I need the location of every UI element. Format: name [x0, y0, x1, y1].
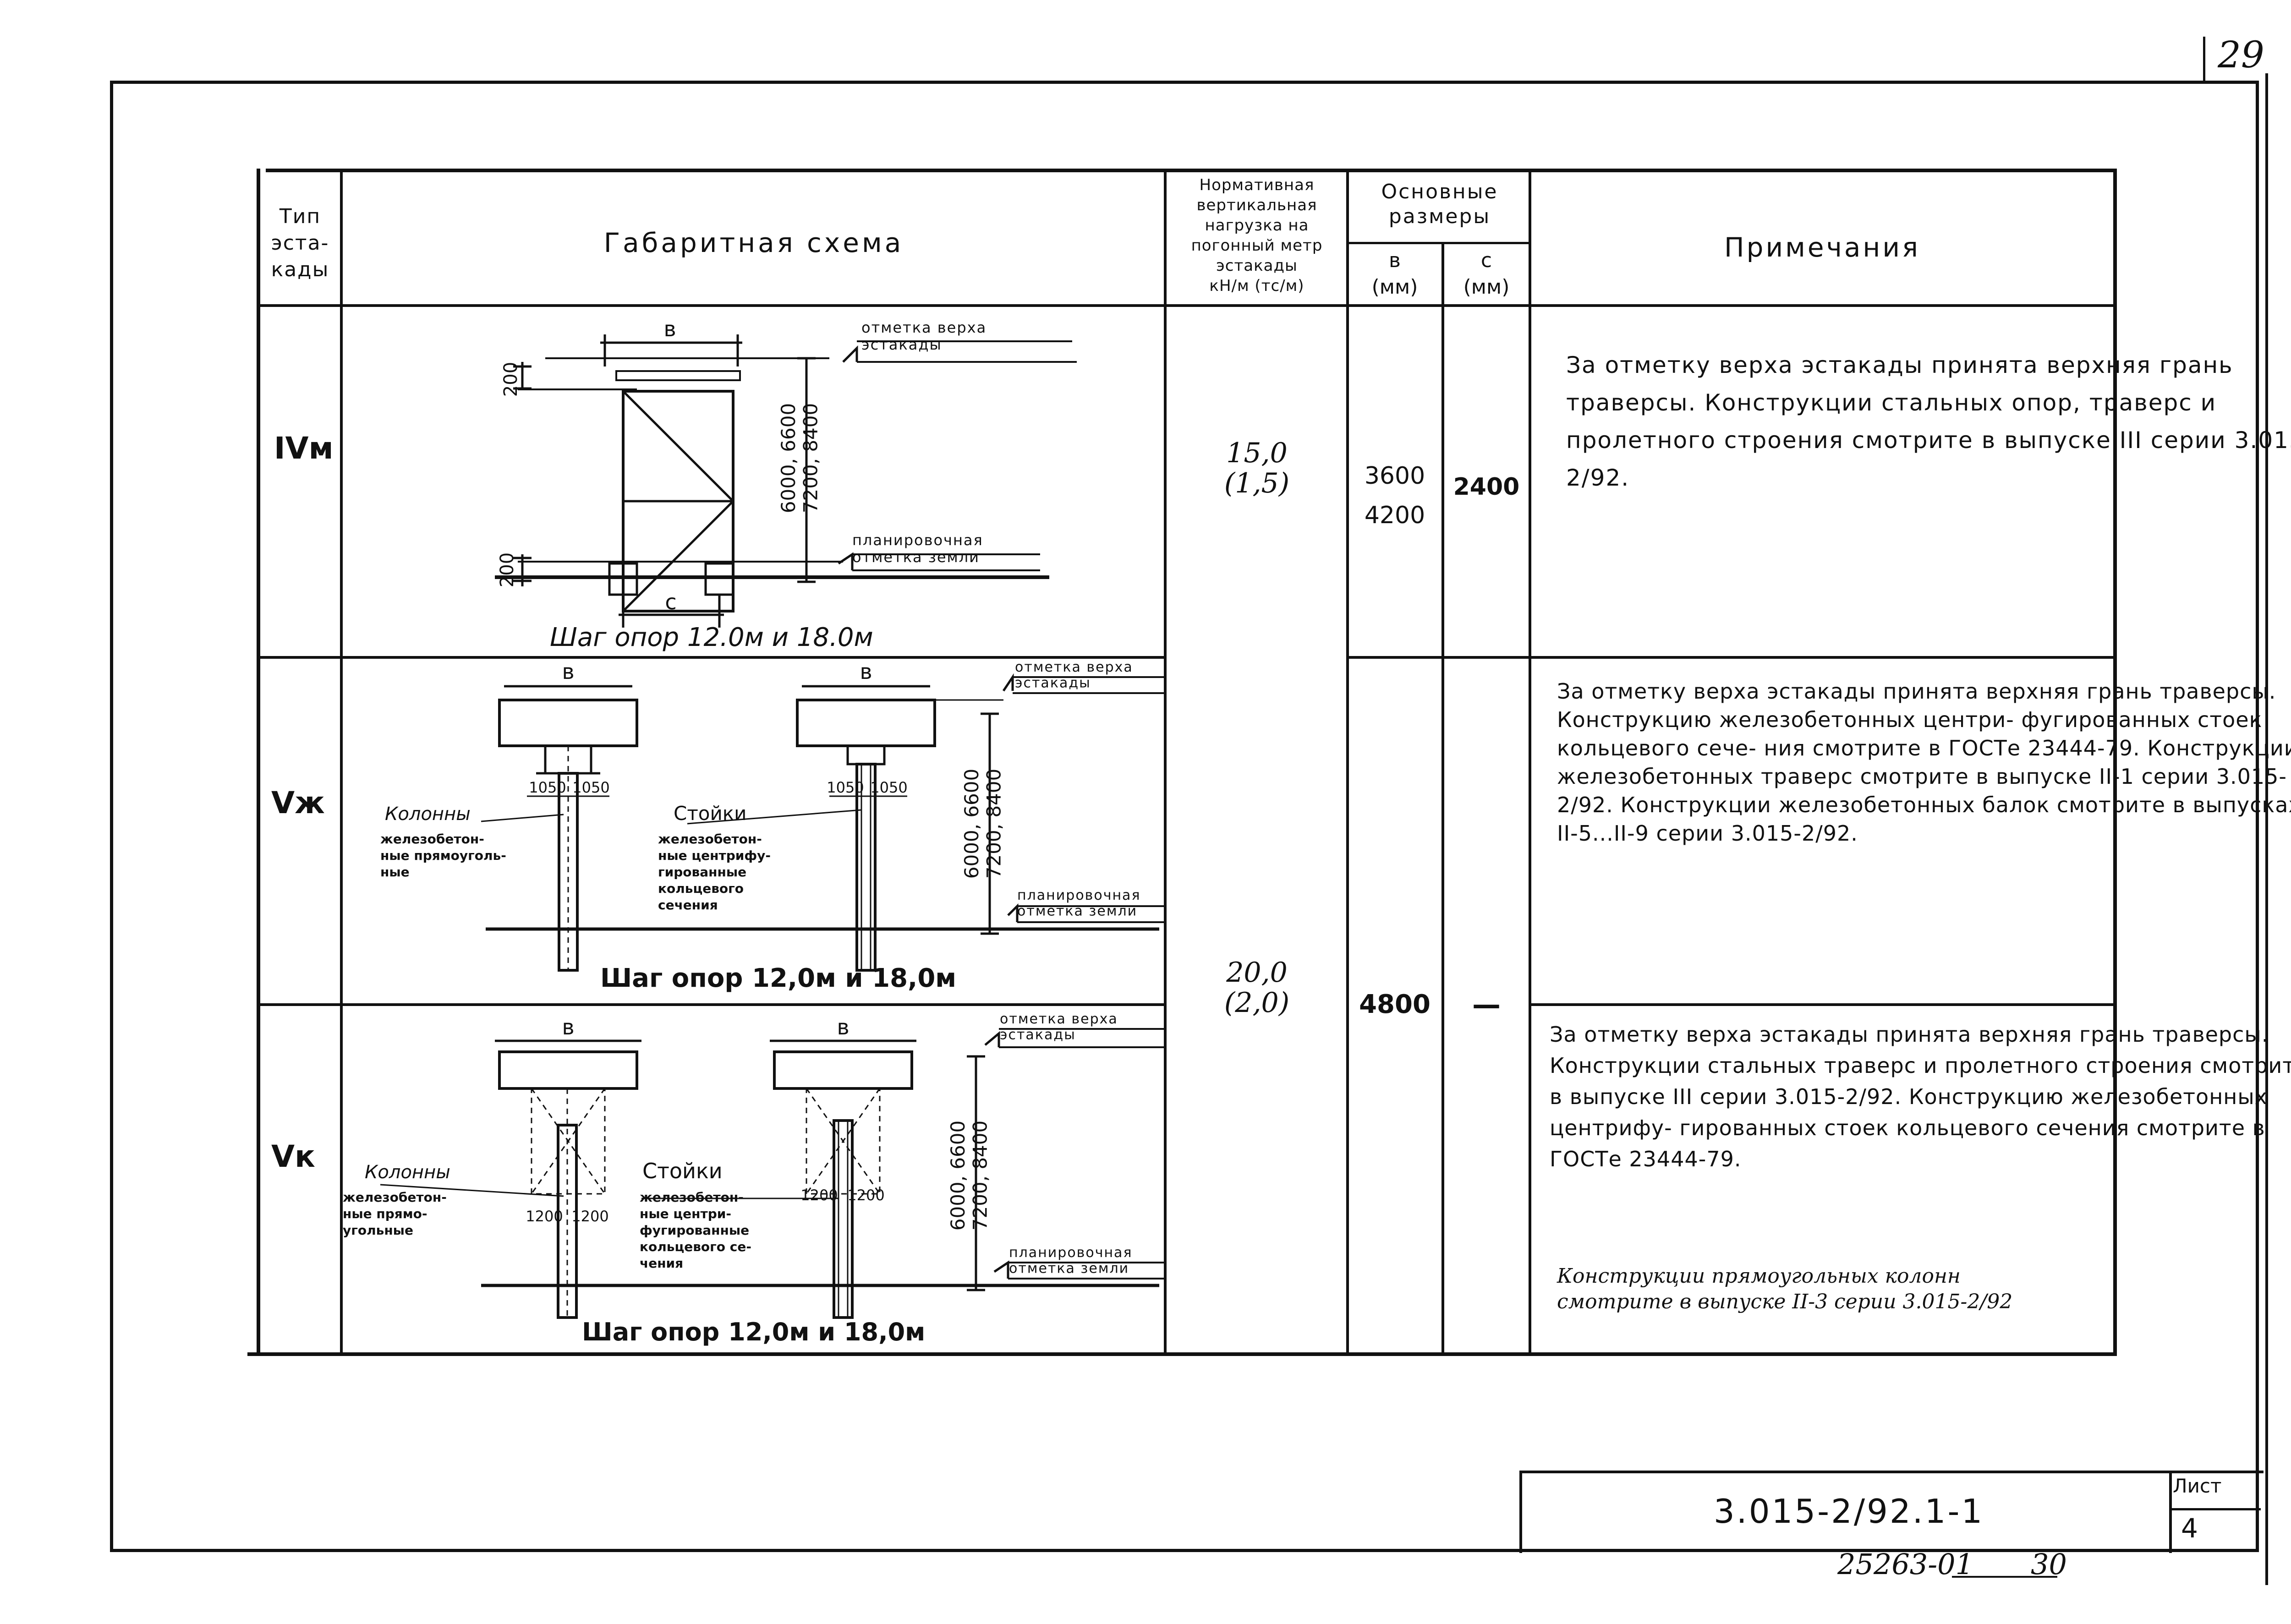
col-line-type	[340, 169, 343, 1355]
type-iv-m: IVм	[274, 431, 334, 466]
s2-post-desc: железобетон- ные центрифу- гированные ко…	[658, 831, 771, 913]
s2-step: Шаг опор 12,0м и 18,0м	[600, 963, 956, 993]
sheet-label: Лист	[2173, 1475, 2222, 1497]
merged-b: 4800	[1359, 990, 1431, 1019]
type-v-zh: Vж	[271, 785, 325, 820]
s2-dim-l2: 1050	[572, 779, 609, 796]
traverse	[615, 370, 741, 381]
s3-dim-r2: 1200	[847, 1187, 884, 1204]
page-number: 29	[2218, 33, 2264, 76]
s3-heights: 6000, 66007200, 8400	[947, 1121, 991, 1230]
archive-number: 25263-01	[1837, 1547, 1974, 1581]
s3-col-desc: железобетон- ные прямо- угольные	[343, 1190, 447, 1238]
s2-col-desc: железобетон- ные прямоуголь- ные	[380, 831, 506, 880]
notes-row1: За отметку верха эстакады принята верхня…	[1566, 352, 2291, 491]
row2-sep-left	[257, 1003, 1167, 1006]
scheme-iv-m: в с 200 200 6000, 66007200, 8400 отметка…	[495, 317, 1077, 652]
dims-subheader-line	[1346, 242, 1531, 244]
s3-post-desc: железобетон- ные центри- фугированные ко…	[640, 1190, 751, 1271]
s3-dim-l2: 1200	[571, 1208, 608, 1225]
notes-row3: За отметку верха эстакады принята верхня…	[1550, 1022, 2291, 1171]
s1-dim-bottom: 200	[497, 552, 518, 587]
s2-col-title: Колонны	[385, 804, 471, 825]
table-border-left	[257, 169, 260, 1355]
archive-underline	[1952, 1576, 2057, 1578]
header-b: в (мм)	[1371, 249, 1418, 299]
s2-post-title: Стойки	[674, 802, 746, 825]
titleblock-left	[1519, 1471, 1522, 1553]
header-scheme: Габаритная схема	[603, 227, 904, 258]
header-row-line	[257, 304, 2117, 307]
s1-heights-1: 6000, 66007200, 8400	[777, 403, 822, 513]
frame-double-line	[2265, 73, 2268, 1585]
col-line-c	[1529, 169, 1531, 1355]
s2-dim-l1: 1050	[529, 779, 566, 796]
titleblock-top	[1521, 1471, 2264, 1473]
drawing-frame	[110, 81, 2259, 1552]
row1-load: 15,0 (1,5)	[1224, 437, 1290, 499]
s2-dim-r1: 1050	[827, 779, 864, 796]
titleblock-sheet-midline	[2169, 1508, 2261, 1510]
header-notes: Примечания	[1724, 232, 1920, 263]
header-load: Нормативная вертикальная нагрузка на пог…	[1191, 176, 1323, 295]
s1-dim-top: 200	[500, 362, 521, 397]
s3-dim-l1: 1200	[526, 1208, 563, 1225]
merged-load: 20,0 (2,0)	[1224, 957, 1290, 1019]
s3-post-title: Стойки	[642, 1159, 723, 1183]
table-border-top	[266, 169, 2117, 172]
notes-row2: За отметку верха эстакады принята верхня…	[1557, 679, 2291, 846]
doc-code: 3.015-2/92.1-1	[1714, 1492, 1984, 1531]
row2-sep-right	[1529, 1003, 2117, 1006]
s2-dim-r2: 1050	[870, 779, 907, 796]
s3-col-title: Колонны	[365, 1162, 450, 1183]
s3-b-left: в	[562, 1015, 574, 1039]
row1-c: 2400	[1453, 473, 1520, 501]
col-line-load	[1346, 169, 1349, 1355]
header-dims: Основные размеры	[1381, 180, 1498, 228]
s3-dim-r1: 1200	[800, 1187, 838, 1204]
page-number-divider	[2203, 37, 2205, 81]
sheet-number: 4	[2181, 1513, 2198, 1544]
titleblock-sheet-divider	[2169, 1471, 2172, 1553]
table-border-right	[2113, 169, 2117, 1355]
s1-step: Шаг опор 12.0м и 18.0м	[550, 623, 873, 652]
row1-b: 3600 4200	[1364, 462, 1425, 529]
s3-b-right: в	[837, 1015, 849, 1039]
s2-heights: 6000, 66007200, 8400	[960, 769, 1005, 879]
s2-b-left: в	[562, 659, 574, 684]
s1-c-label: с	[665, 590, 676, 614]
scheme-v-k: в в 1200 1200 1200 1200 6000, 66007200, …	[365, 1011, 1164, 1346]
archive-suffix: 30	[2031, 1547, 2067, 1581]
header-type: Тип эста- кады	[271, 205, 329, 281]
notes-row3-handwritten: Конструкции прямоугольных колонн смотрит…	[1557, 1264, 2013, 1313]
scheme-v-zh: в в 1050 1050 1050 1050 6000, 66007200, …	[385, 659, 1164, 993]
col-line-scheme	[1164, 169, 1167, 1355]
col-line-b	[1441, 243, 1444, 1355]
header-c: с (мм)	[1463, 249, 1510, 299]
row1-sep-right	[1346, 656, 2117, 659]
type-v-k: Vк	[271, 1139, 315, 1174]
table-border-bottom	[247, 1352, 2117, 1356]
s3-step: Шаг опор 12,0м и 18,0м	[582, 1318, 925, 1346]
merged-c: —	[1472, 988, 1501, 1021]
s1-b-label: в	[663, 317, 676, 341]
s2-b-right: в	[860, 659, 872, 684]
row1-sep-left	[257, 656, 1167, 659]
